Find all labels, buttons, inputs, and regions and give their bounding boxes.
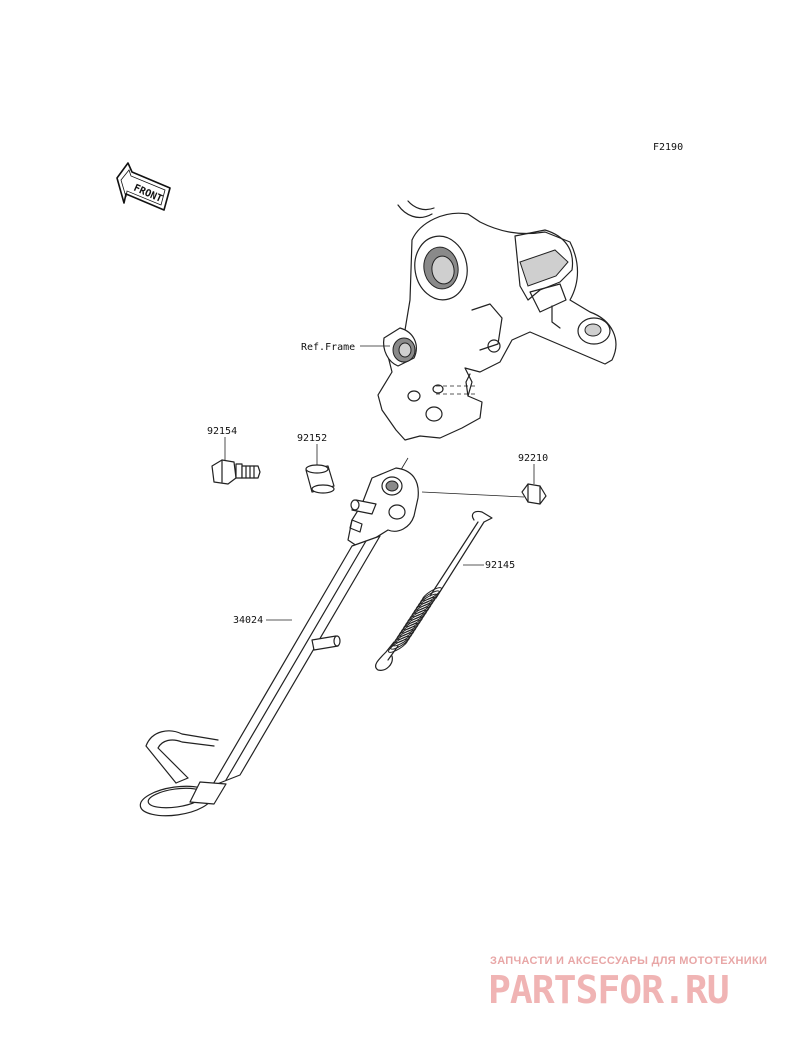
spring-label: 92145 [485,560,515,571]
nut-label: 92210 [518,453,548,464]
diagram-code: F2190 [653,142,683,153]
stand-label: 34024 [233,615,263,626]
bolt-part [211,459,261,485]
spring-coil-winding [388,639,408,653]
bolt-label: 92154 [207,426,237,437]
spring-part [374,510,493,671]
nut-axis-line [421,491,525,498]
spring-coil-winding [390,635,411,650]
collar-label: 92152 [297,433,327,444]
collar-part [305,464,335,494]
ref-frame-label: Ref.Frame [301,342,355,353]
frame-bracket [377,200,617,441]
watermark-tagline: ЗАПЧАСТИ И АКСЕССУАРЫ ДЛЯ МОТОТЕХНИКИ [490,955,767,967]
side-stand-part [139,467,419,817]
front-arrow-icon: FRONT [116,162,171,211]
nut-part [521,483,547,505]
watermark-brand: PARTSFOR.RU [488,968,729,1012]
